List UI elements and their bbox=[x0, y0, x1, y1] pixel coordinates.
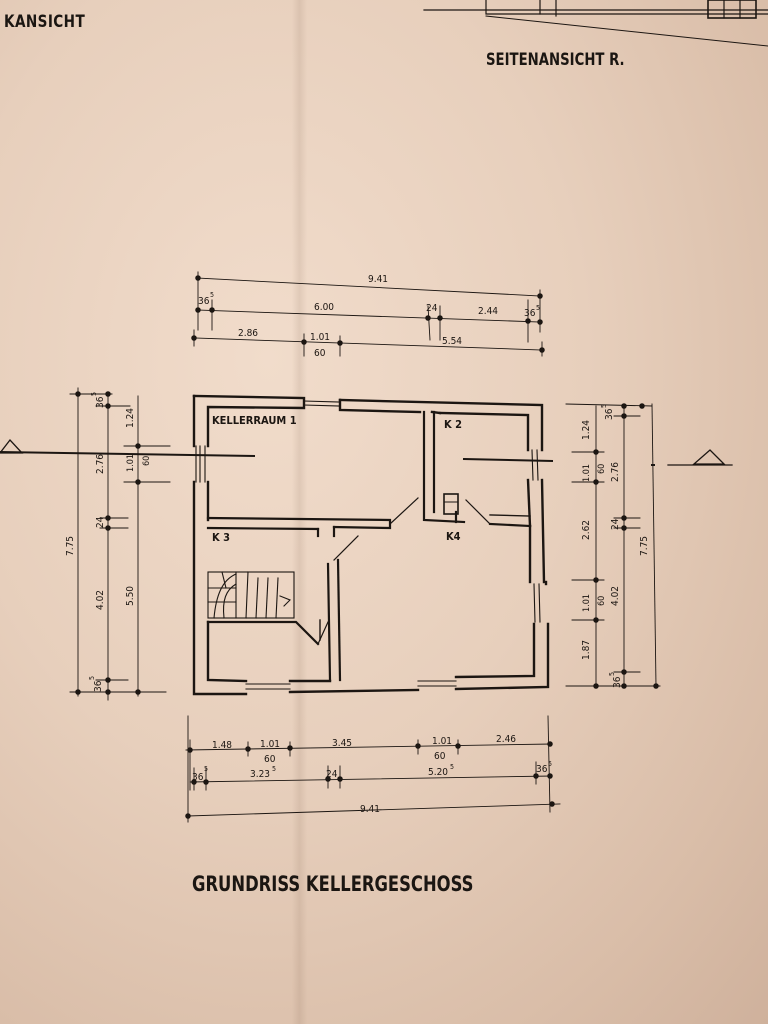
windows bbox=[195, 400, 541, 690]
dim-bottom-window-2-width: 1.01 bbox=[432, 736, 452, 747]
dim-left-wall-inner: 24 bbox=[95, 516, 106, 528]
room-label-k2: K 2 bbox=[444, 418, 462, 431]
dim-left-upper: 2.76 bbox=[95, 454, 106, 474]
dim-top-wall-right: 36 bbox=[524, 308, 536, 319]
dim-left-overall: 7.75 bbox=[65, 536, 76, 556]
bottom-dimension-lines bbox=[185, 715, 561, 823]
dim-bottom-wall-left-sup: 5 bbox=[204, 765, 208, 773]
dim-bottom-wall-right-sup: 5 bbox=[548, 760, 552, 768]
dim-right-overall: 7.75 bbox=[639, 536, 650, 556]
dim-top-overall: 9.41 bbox=[368, 274, 388, 285]
dim-bottom-room-left-sup: 5 bbox=[272, 765, 276, 773]
dim-bottom-window-1-height: 60 bbox=[264, 754, 276, 765]
dim-bottom-seg-1: 1.48 bbox=[212, 740, 232, 751]
section-lines bbox=[0, 450, 554, 463]
dim-right-window-2-height: 60 bbox=[597, 596, 607, 606]
dim-left-seg-top: 1.24 bbox=[125, 408, 136, 428]
doors bbox=[317, 497, 491, 645]
room-label-k4: K4 bbox=[446, 530, 461, 543]
dim-right-upper: 2.76 bbox=[610, 462, 621, 482]
dim-bottom-wall-left: 36 bbox=[192, 772, 204, 783]
dim-top-right-seg: 2.44 bbox=[478, 306, 498, 317]
left-dimension-lines bbox=[69, 387, 171, 701]
dim-bottom-seg-3: 2.46 bbox=[496, 734, 516, 745]
dim-right-seg-top: 1.24 bbox=[581, 420, 592, 440]
right-dimension-lines bbox=[565, 403, 661, 689]
dim-bottom-window-2-height: 60 bbox=[434, 751, 446, 762]
dim-right-seg-bottom: 1.87 bbox=[581, 640, 592, 660]
dim-right-window-2-width: 1.01 bbox=[582, 594, 592, 612]
dim-right-lower: 4.02 bbox=[610, 586, 621, 606]
dim-right-window-1-height: 60 bbox=[597, 464, 607, 474]
dim-top-middle: 6.00 bbox=[314, 302, 334, 313]
dim-bottom-window-1-width: 1.01 bbox=[260, 739, 280, 750]
dim-top-wall-left-sup: 5 bbox=[210, 291, 214, 299]
side-elevation-right-label: SEITENANSICHT R. bbox=[486, 50, 625, 70]
dim-left-wall-bottom: 36 bbox=[93, 680, 104, 692]
dim-left-wall-top-sup: 5 bbox=[90, 392, 98, 396]
dim-bottom-room-left: 3.23 bbox=[250, 769, 270, 780]
dim-top-window-height: 60 bbox=[314, 348, 326, 359]
dim-left-window-width: 1.01 bbox=[126, 454, 136, 472]
dim-right-wall-top-sup: 5 bbox=[600, 404, 608, 408]
dim-top-wall-right-sup: 5 bbox=[536, 304, 540, 312]
dim-left-wall-bottom-sup: 5 bbox=[88, 676, 96, 680]
staircase bbox=[207, 571, 295, 619]
dim-bottom-room-right: 5.20 bbox=[428, 767, 448, 778]
dim-top-wall-inner: 24 bbox=[426, 303, 438, 314]
outer-walls bbox=[192, 394, 550, 696]
dim-bottom-wall-right: 36 bbox=[536, 764, 548, 775]
elevation-fragment bbox=[423, 0, 768, 47]
dim-top-window-width: 1.01 bbox=[310, 332, 330, 343]
dim-right-window-1-width: 1.01 bbox=[582, 464, 592, 482]
room-label-kellerraum-1: KELLERRAUM 1 bbox=[212, 414, 297, 427]
dim-top-seg-a: 2.86 bbox=[238, 328, 258, 339]
dim-right-seg-mid: 2.62 bbox=[581, 520, 592, 540]
front-elevation-label: KANSICHT bbox=[4, 12, 86, 32]
plan-title: GRUNDRISS KELLERGESCHOSS bbox=[192, 872, 474, 896]
dim-top-seg-b: 5.54 bbox=[442, 336, 462, 347]
dim-left-wall-top: 36 bbox=[95, 396, 106, 408]
dim-right-wall-bottom-sup: 5 bbox=[608, 672, 616, 676]
dim-right-wall-bottom: 36 bbox=[612, 676, 623, 688]
dim-bottom-room-right-sup: 5 bbox=[450, 763, 454, 771]
dim-bottom-seg-2: 3.45 bbox=[332, 738, 352, 749]
dim-bottom-overall: 9.41 bbox=[360, 804, 380, 815]
room-label-k3: K 3 bbox=[212, 531, 230, 544]
interior-walls bbox=[206, 410, 532, 682]
dim-left-lower: 4.02 bbox=[95, 590, 106, 610]
dim-top-wall-left: 36 bbox=[198, 296, 210, 307]
dim-right-wall-inner: 24 bbox=[610, 518, 621, 530]
dim-bottom-wall-inner: 24 bbox=[326, 769, 338, 780]
section-markers bbox=[0, 438, 733, 466]
dim-right-wall-top: 36 bbox=[604, 408, 615, 420]
dim-left-lower-inner: 5.50 bbox=[125, 586, 136, 606]
dim-left-window-height: 60 bbox=[142, 456, 152, 466]
top-dimension-lines bbox=[191, 271, 545, 357]
